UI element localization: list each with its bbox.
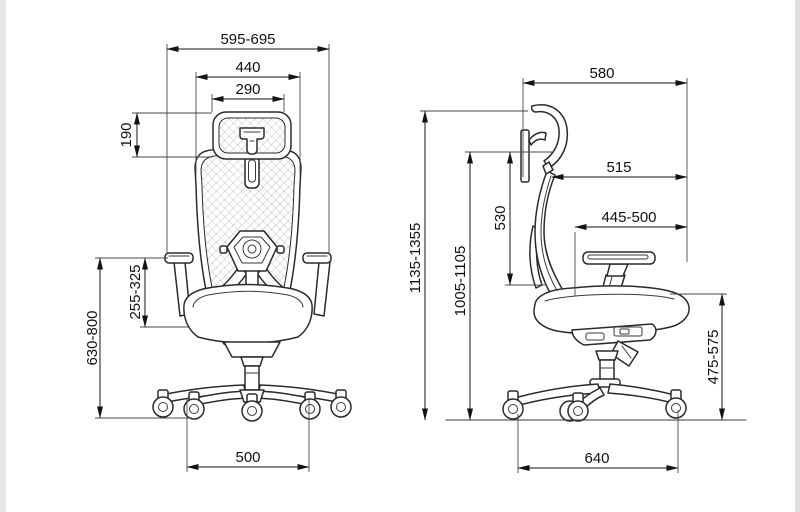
dim-label-armrest-floor-height: 630-800 (84, 310, 101, 365)
dim-label-backrest-depth: 515 (606, 159, 631, 176)
dim-overall-height: 1135-1355 (407, 110, 528, 421)
dim-label-overall-width: 595-695 (220, 31, 275, 48)
side-chair-illustration (445, 104, 747, 422)
caster (502, 390, 524, 420)
dim-label-base-depth: 640 (584, 450, 609, 467)
seat-contour (192, 290, 304, 308)
headrest-bracket-plate (520, 129, 530, 183)
side-view-dimensions: 580 515 445-500 530 10 (407, 65, 746, 473)
headrest-stem-side (542, 161, 554, 175)
dim-label-overall-depth: 580 (589, 65, 614, 82)
dim-backrest-top-height: 1005-1105 (452, 151, 473, 421)
dim-overall-width: 595-695 (166, 31, 330, 253)
lumbar-tab-left (219, 245, 228, 254)
headrest-stem-slot (248, 159, 256, 183)
dim-label-seat-depth: 445-500 (601, 209, 656, 226)
mech-detail-small (619, 328, 630, 335)
dim-backrest-depth: 515 (551, 159, 688, 180)
lumbar-tab-right (276, 245, 285, 254)
adjust-lever (610, 340, 639, 367)
base-leg-front-side (607, 383, 679, 405)
dim-label-headrest-width: 290 (235, 81, 260, 98)
dim-headrest-width: 290 (211, 81, 285, 112)
page-edge-right (795, 0, 800, 512)
headrest-bracket-lines (243, 131, 261, 142)
dim-label-backrest-top-height: 1005-1105 (452, 246, 469, 317)
headrest-bracket-arm (528, 131, 547, 146)
seat-profile (533, 285, 690, 335)
dim-backrest-width: 440 (195, 59, 301, 175)
dim-label-overall-height: 1135-1355 (407, 223, 424, 294)
dim-label-backrest-width: 440 (235, 59, 260, 76)
dim-label-headrest-height: 190 (118, 122, 135, 147)
adjust-lever-line (621, 345, 632, 359)
seat-cushion (183, 283, 313, 344)
lumbar-hexagon-inner (233, 236, 271, 264)
dim-armrest-above-seat: 255-325 (127, 257, 188, 328)
dim-base-depth: 640 (517, 410, 679, 473)
backrest-profile-inner (540, 175, 559, 293)
seat-mechanism (223, 341, 281, 358)
dim-label-backrest-height: 530 (492, 205, 509, 230)
dim-headrest-height: 190 (118, 112, 212, 158)
dim-backrest-height: 530 (465, 151, 552, 286)
headrest-stem (244, 155, 260, 189)
seat-profile-contour (544, 293, 675, 302)
page-edge-left (0, 0, 6, 512)
dim-seat-height: 475-575 (670, 293, 746, 421)
gas-lift-cone (240, 356, 264, 367)
front-view: 595-695 440 290 190 (84, 31, 352, 472)
dim-label-armrest-above-seat: 255-325 (127, 264, 144, 319)
armrest-right (302, 252, 332, 317)
dim-overall-depth: 580 (522, 65, 688, 262)
front-chair-illustration (152, 111, 352, 422)
gas-lift-cylinder (244, 365, 260, 391)
gas-lift-cone-side (595, 350, 619, 361)
side-view: 580 515 445-500 530 10 (407, 65, 747, 473)
dim-label-seat-height: 475-575 (705, 329, 722, 384)
mech-detail-left (585, 332, 605, 341)
mech-detail-right (613, 326, 643, 337)
lumbar-knob-center (247, 244, 257, 254)
dim-label-base-width: 500 (235, 449, 260, 466)
headrest-profile (530, 104, 569, 169)
front-view-dimensions: 595-695 440 290 190 (84, 31, 330, 472)
lumbar-knob (242, 239, 262, 259)
dim-base-width: 500 (186, 398, 310, 472)
dim-armrest-floor-height: 630-800 (84, 257, 192, 419)
dim-seat-depth: 445-500 (574, 209, 688, 296)
